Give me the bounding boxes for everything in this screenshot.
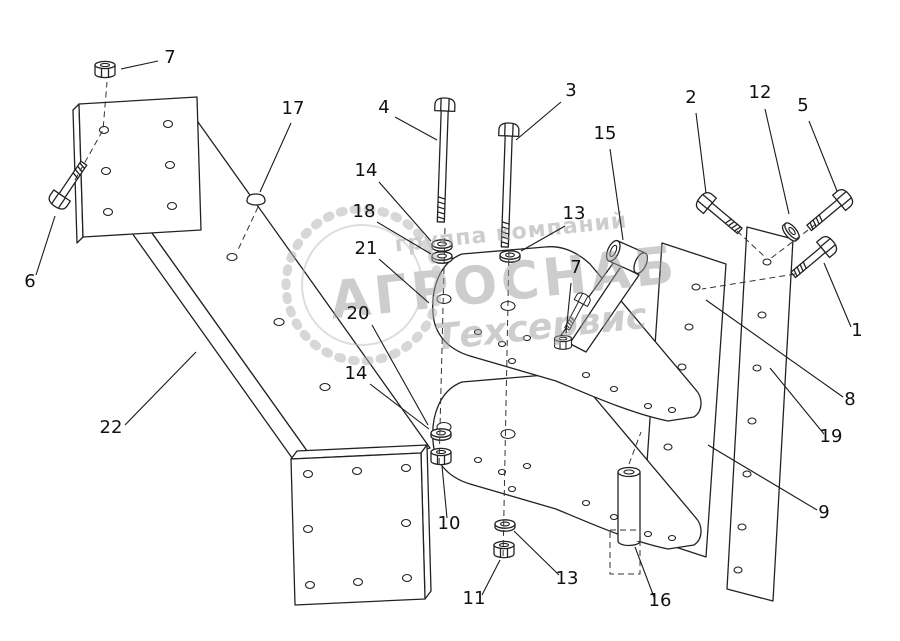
washer-bottom [494,519,516,532]
callout-leader-5 [808,120,838,192]
flange-plate-bottom [290,444,432,606]
callout-leader-7 [565,282,572,334]
callout-label-7: 7 [164,47,175,68]
outer-side-plate [726,226,794,602]
callout-leader-7 [120,60,159,70]
callout-leader-8 [705,299,844,398]
nut-top-left [94,60,116,79]
callout-label-11: 11 [463,588,486,609]
callout-leader-14 [378,181,432,242]
callout-label-2: 2 [685,87,696,108]
bushing [605,239,649,275]
callout-label-7: 7 [570,257,581,278]
callout-label-18: 18 [353,201,376,222]
callout-label-6: 6 [24,271,35,292]
callout-leader-15 [609,148,624,241]
spacer-cylinder [617,466,641,547]
callout-leader-21 [378,258,430,304]
nut-bottom [493,540,515,559]
callout-leader-12 [764,108,790,215]
nut-lower-left [430,447,452,466]
callout-label-15: 15 [594,123,617,144]
callout-label-19: 19 [820,426,843,447]
callout-leader-2 [695,112,707,194]
callout-label-12: 12 [749,82,772,103]
callout-label-16: 16 [649,590,672,611]
callout-leader-16 [634,546,655,598]
cap-plug [246,193,266,206]
callout-label-10: 10 [438,513,461,534]
callout-leader-22 [124,351,197,426]
callout-label-14: 14 [355,160,378,181]
center-lines [74,81,817,575]
callout-label-8: 8 [844,389,855,410]
callout-label-1: 1 [851,320,862,341]
callout-leader-1 [823,262,852,328]
callout-leader-11 [481,559,501,596]
callout-label-9: 9 [818,502,829,523]
callout-label-17: 17 [282,98,305,119]
flange-plate-top [72,96,202,244]
washer-lower [430,428,452,441]
bolt-long-left [430,97,456,223]
callout-label-21: 21 [355,238,378,259]
laurel-wreath-icon [281,204,443,366]
callout-leader-18 [376,221,432,255]
callout-label-5: 5 [797,95,808,116]
callout-label-13: 13 [563,203,586,224]
callout-leader-13 [513,530,560,576]
callout-leader-19 [769,367,825,435]
callout-leader-17 [259,122,292,193]
callout-leader-3 [515,101,562,141]
bolt-right-b [802,186,857,237]
callout-label-22: 22 [100,417,123,438]
beam-assembly [72,96,432,606]
callout-leader-9 [707,444,818,511]
callout-leader-13 [520,225,566,252]
callout-leader-20 [371,324,429,426]
callout-label-20: 20 [347,303,370,324]
callout-leader-4 [394,116,438,141]
callout-leader-6 [35,215,56,276]
callout-label-13: 13 [556,568,579,589]
callout-leader-10 [441,465,448,519]
callout-label-4: 4 [378,97,389,118]
callout-label-3: 3 [565,80,576,101]
bolt-right-a [692,189,747,240]
callout-leader-14 [369,383,430,430]
callout-label-14: 14 [345,363,368,384]
